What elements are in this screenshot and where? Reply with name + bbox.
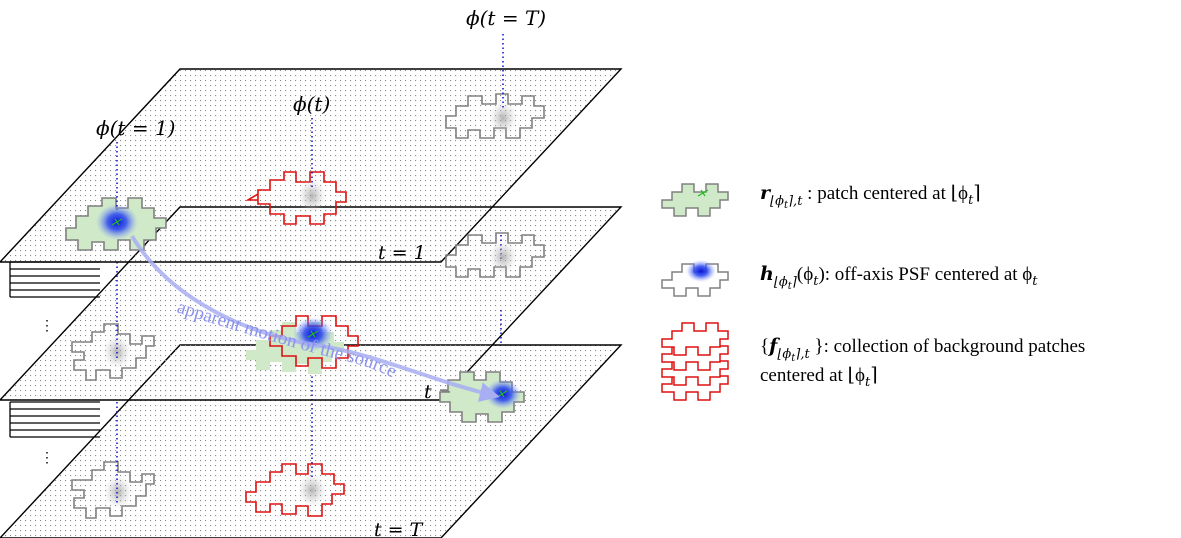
ellipsis-lower: ⋮ (40, 450, 54, 466)
phi-label-mid: ϕ(t) (293, 92, 330, 116)
frame-stack-upper (9, 261, 100, 298)
psf-gray-frame-1-back (489, 101, 517, 135)
frame-t-back-patch (445, 232, 545, 278)
frame-label-last: t = T (374, 519, 424, 538)
projection-lines-top (116, 34, 504, 210)
patch-gray-frame-1-back (445, 93, 545, 139)
legend-text-background-line2: centered at ⌊ϕt⌉ (760, 365, 878, 390)
patch-gray-frame-t-back (445, 232, 545, 278)
frame-stack-lower (9, 401, 100, 438)
ellipsis-upper: ⋮ (40, 318, 54, 334)
patch-gray-frame-t (71, 323, 155, 381)
marker-frame-1 (111, 218, 123, 226)
patch-red-frame-1 (245, 171, 347, 225)
patch-red-frameT (245, 463, 345, 517)
psf-gray-frameT-2 (298, 473, 326, 507)
psf-gray-frameT-1 (104, 475, 132, 509)
legend-icon-stack (661, 322, 729, 401)
frame-t-1: t = 1 (0, 68, 623, 264)
phi-label-first: ϕ(t = 1) (96, 116, 175, 140)
patch-gray-frameT (71, 461, 155, 519)
frame-label-first: t = 1 (378, 242, 426, 264)
motion-arrow (130, 234, 500, 402)
legend-icon-patch (661, 183, 729, 217)
psf-gray-frame-1 (298, 179, 326, 213)
marker-frame-t (307, 330, 319, 338)
frame-label-mid: t (424, 381, 432, 403)
legend-text-patch: r⌊ϕt⌉,t : patch centered at ⌊ϕt⌉ (760, 182, 981, 211)
legend-text-background: {f⌊ϕt⌉,t }: collection of background pat… (760, 335, 1085, 364)
legend-icon-psf (661, 260, 729, 297)
phi-label-last: ϕ(t = T) (466, 6, 546, 30)
legend-text-psf: h⌊ϕt⌉(ϕt): off-axis PSF centered at ϕt (760, 263, 1038, 292)
